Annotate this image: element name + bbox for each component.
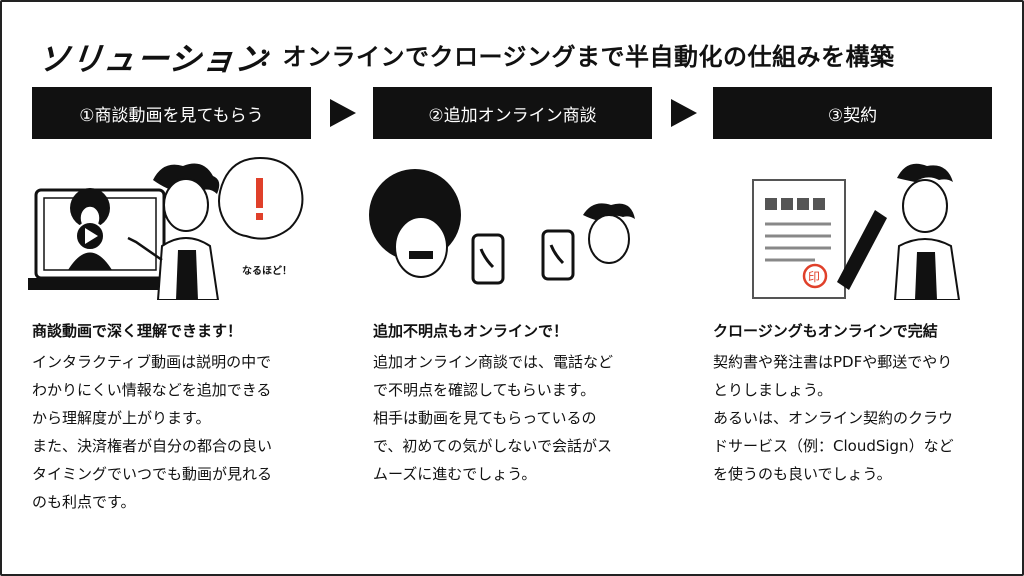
phone-icon	[541, 229, 575, 281]
column-2-line: 相手は動画を見てもらっているの	[373, 409, 597, 427]
column-3-body: 契約書や発注書はPDFや郵送でやり とりしましょう。 あるいは、オンライン契約の…	[713, 348, 954, 488]
column-1-line: のも利点です。	[32, 493, 136, 511]
column-3-line: とりしましょう。	[713, 381, 833, 399]
step-2-label: ②追加オンライン商談	[428, 105, 597, 126]
step-arrow-icon	[671, 99, 697, 127]
column-1-line: タイミングでいつでも動画が見れる	[32, 465, 273, 483]
column-3-line: ドサービス（例：CloudSign）など	[713, 437, 954, 455]
column-3-line: あるいは、オンライン契約のクラウ	[713, 409, 954, 427]
step-2-banner: ②追加オンライン商談	[373, 87, 652, 139]
play-icon	[75, 221, 105, 251]
speech-bubble-icon	[218, 156, 304, 240]
step-arrow-icon	[330, 99, 356, 127]
contract-document-icon	[752, 179, 846, 299]
hanko-stamp-icon	[837, 210, 887, 290]
column-1-title: 商談動画で深く理解できます！	[32, 322, 243, 340]
column-2-line: で、初めての気がしないで会話がス	[373, 437, 612, 455]
column-1-line: わかりにくい情報などを追加できる	[32, 381, 272, 399]
phone-meeting-illustration	[369, 169, 635, 285]
column-1-line: から理解度が上がります。	[32, 409, 211, 427]
column-2-body: 追加オンライン商談では、電話など で不明点を確認してもらいます。 相手は動画を見…	[373, 348, 613, 488]
column-1-line: また、決済権者が自分の都合の良い	[32, 437, 273, 455]
column-3-title: クロージングもオンラインで完結	[713, 322, 938, 340]
step-1-banner: ①商談動画を見てもらう	[32, 87, 311, 139]
seal-stamp-icon: 印	[802, 263, 828, 289]
video-watching-illustration: なるほど！	[28, 156, 304, 300]
column-3-line: 契約書や発注書はPDFや郵送でやり	[713, 353, 953, 371]
column-2-line: 追加オンライン商談では、電話など	[373, 353, 614, 371]
step-3-banner: ③契約	[713, 87, 992, 139]
solution-logo: ソリューション	[35, 40, 271, 78]
step-1-label: ①商談動画を見てもらう	[79, 105, 264, 126]
column-2-title: 追加不明点もオンラインで！	[373, 322, 569, 340]
seal-text: 印	[808, 270, 820, 284]
page-title: ：オンラインでクロージングまで半自動化の仕組みを構築	[258, 43, 895, 71]
column-2-line: で不明点を確認してもらいます。	[373, 381, 596, 399]
column-3-line: を使うのも良いでしょう。	[713, 465, 892, 483]
phone-icon	[471, 233, 505, 285]
customer-person-icon	[369, 169, 461, 278]
person-icon	[893, 163, 961, 300]
column-1-line: インタラクティブ動画は説明の中で	[32, 353, 272, 371]
step-3-label: ③契約	[827, 105, 878, 126]
sales-person-icon	[583, 203, 635, 264]
column-1-body: インタラクティブ動画は説明の中で わかりにくい情報などを追加できる から理解度が…	[32, 348, 272, 516]
speech-exclamation-text: なるほど！	[242, 264, 292, 277]
contract-illustration: 印	[752, 163, 961, 300]
column-2-line: ムーズに進むでしょう。	[373, 465, 537, 483]
person-icon	[127, 163, 220, 300]
